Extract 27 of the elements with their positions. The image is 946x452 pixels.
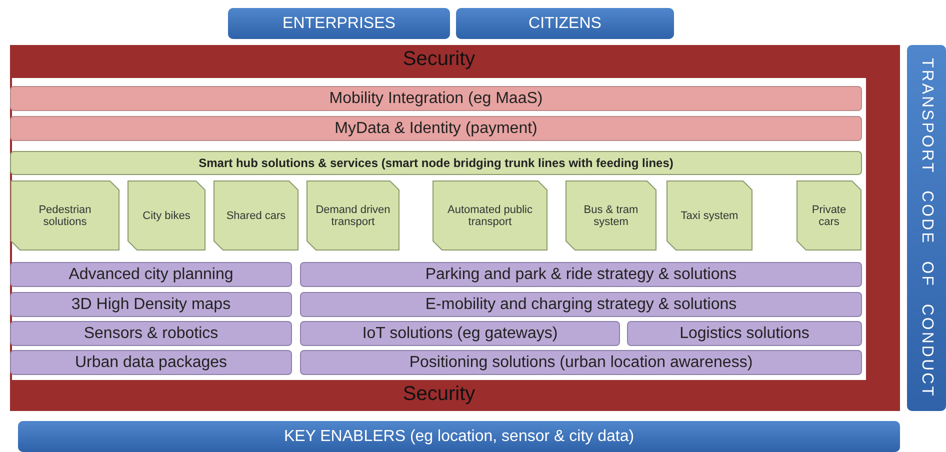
service-tile: Demand driven transport (306, 180, 400, 251)
layer-bar: MyData & Identity (payment) (10, 116, 862, 141)
enabler-bar: E-mobility and charging strategy & solutions (300, 292, 862, 317)
enabler-bar: Positioning solutions (urban location awareness) (300, 350, 862, 375)
layer-bar: Mobility Integration (eg MaaS) (10, 86, 862, 111)
band-heading: Security (402, 383, 476, 406)
layer-bar: Smart hub solutions & services (smart node bridging trunk lines with feeding lines) (10, 151, 862, 175)
enabler-bar: Sensors & robotics (10, 321, 292, 346)
service-tile: Pedestrian solutions (10, 180, 120, 251)
service-tile: Taxi system (666, 180, 753, 251)
service-tile: Private cars (796, 180, 862, 251)
enabler-bar: IoT solutions (eg gateways) (300, 321, 620, 346)
service-tile: Automated public transport (432, 180, 548, 251)
side-bar: TRANSPORT CODE OF CONDUCT (907, 45, 946, 411)
enabler-bar: Logistics solutions (627, 321, 862, 346)
enabler-bar: Parking and park & ride strategy & solutions (300, 262, 862, 287)
security-frame (10, 45, 900, 411)
enabler-bar: Advanced city planning (10, 262, 292, 287)
service-tile: City bikes (127, 180, 206, 251)
service-tile: Shared cars (213, 180, 299, 251)
service-tile: Bus & tram system (565, 180, 657, 251)
header-bar: CITIZENS (456, 8, 674, 39)
enabler-bar: 3D High Density maps (10, 292, 292, 317)
band-heading: Security (402, 48, 476, 71)
header-bar: KEY ENABLERS (eg location, sensor & city data) (18, 421, 900, 452)
enabler-bar: Urban data packages (10, 350, 292, 375)
header-bar: ENTERPRISES (228, 8, 450, 39)
